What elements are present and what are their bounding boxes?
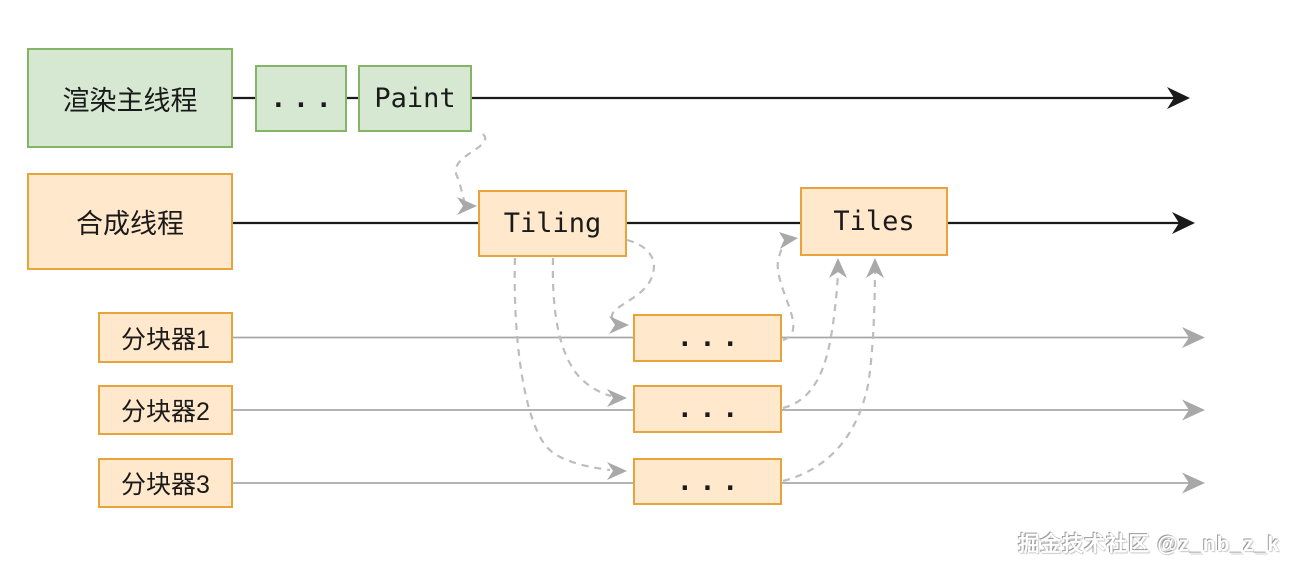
arrowhead-icon <box>1167 87 1190 109</box>
render-main-thread-box: 渲染主线程 <box>27 48 233 148</box>
tiles-box: Tiles <box>800 187 948 256</box>
compositor-thread-timeline <box>233 212 1195 234</box>
tiler3-to-tiles-curve <box>782 266 877 483</box>
arrowhead-icon <box>779 232 798 249</box>
compositor-thread-label: 合成线程 <box>76 209 184 239</box>
watermark: 掘金技术社区 @z_nb_z_k <box>1018 533 1280 556</box>
tiler1-box: 分块器1 <box>98 312 233 363</box>
compositor-thread-box: 合成线程 <box>27 173 233 270</box>
render-main-thread-label: 渲染主线程 <box>62 85 198 116</box>
tiling-to-tiler1-curve <box>611 238 655 322</box>
tiler2-box: 分块器2 <box>98 385 233 435</box>
main-thread-ellipsis-box: ... <box>255 65 347 132</box>
tiler2-to-tiles-curve <box>782 266 840 410</box>
arrowhead-icon <box>607 389 627 407</box>
arrowhead-icon <box>1182 399 1205 421</box>
tiler2-task-ellipsis-box: ... <box>633 385 782 433</box>
tiles-label: Tiles <box>833 206 915 237</box>
ellipsis-label: ... <box>270 83 339 114</box>
ellipsis-label: ... <box>677 466 745 497</box>
ellipsis-label: ... <box>677 323 745 353</box>
tiler3-label: 分块器3 <box>121 471 210 499</box>
tiling-label: Tiling <box>503 208 602 239</box>
tiler3-task-ellipsis-box: ... <box>633 458 782 505</box>
arrowhead-icon <box>607 462 627 480</box>
tiler1-to-tiles-curve <box>776 240 795 342</box>
paint-label: Paint <box>374 83 456 114</box>
tiling-box: Tiling <box>478 190 627 257</box>
arrowhead-icon <box>1182 327 1205 348</box>
arrowhead-icon <box>609 316 629 334</box>
arrowhead-icon <box>457 197 477 215</box>
tiling-to-tiler3-curve <box>513 257 611 472</box>
ellipsis-label: ... <box>677 394 745 424</box>
tiler1-task-ellipsis-box: ... <box>633 314 782 362</box>
tiler2-label: 分块器2 <box>121 398 210 426</box>
arrowhead-icon <box>829 258 847 278</box>
tiler1-label: 分块器1 <box>121 325 210 354</box>
arrowhead-icon <box>866 258 884 278</box>
tiler3-box: 分块器3 <box>98 458 233 508</box>
paint-box: Paint <box>358 65 472 132</box>
tiling-to-tiler2-curve <box>551 257 612 398</box>
paint-to-tiling-curve <box>454 133 487 204</box>
arrowhead-icon <box>1182 472 1205 494</box>
arrowhead-icon <box>1172 212 1195 234</box>
